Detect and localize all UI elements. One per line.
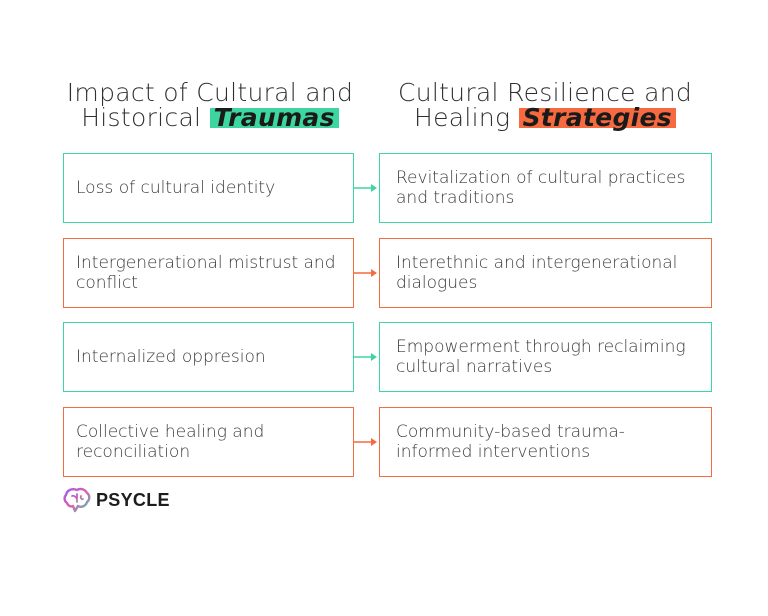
- impact-text: Intergenerational mistrust and conflict: [76, 253, 336, 293]
- strategy-text: Empowerment through reclaiming cultural …: [396, 337, 686, 377]
- heading-strategies-highlight: Strategies: [518, 105, 676, 130]
- logo-text: PSYCLE: [96, 489, 170, 510]
- heading-strategies-line2: Healing Strategies: [375, 105, 715, 130]
- impact-text: Internalized oppresion: [76, 347, 266, 367]
- heading-impact: Impact of Cultural and Historical Trauma…: [40, 80, 380, 130]
- impact-text: Loss of cultural identity: [76, 178, 276, 198]
- heading-impact-line2: Historical Traumas: [40, 105, 380, 130]
- heading-impact-plain: Historical: [81, 103, 210, 132]
- brain-icon: [63, 487, 91, 513]
- heading-strategies-line1: Cultural Resilience and: [397, 78, 693, 107]
- heading-impact-highlight: Traumas: [209, 105, 339, 130]
- arrow-right-icon: [354, 438, 377, 446]
- arrow-right-icon: [354, 184, 377, 192]
- impact-box: Collective healing and reconciliation: [63, 407, 354, 477]
- strategy-box: Revitalization of cultural practices and…: [379, 153, 712, 223]
- strategy-text: Community-based trauma-informed interven…: [396, 422, 625, 462]
- strategy-box: Community-based trauma-informed interven…: [379, 407, 712, 477]
- arrow-right-icon: [354, 353, 377, 361]
- heading-strategies-plain: Healing: [414, 103, 519, 132]
- impact-box: Intergenerational mistrust and conflict: [63, 238, 354, 308]
- heading-strategies: Cultural Resilience and Healing Strategi…: [375, 80, 715, 130]
- strategy-text: Revitalization of cultural practices and…: [396, 168, 686, 208]
- strategy-text: Interethnic and intergenerational dialog…: [396, 253, 678, 293]
- psycle-logo: PSYCLE: [63, 487, 170, 513]
- arrow-right-icon: [354, 269, 377, 277]
- strategy-box: Empowerment through reclaiming cultural …: [379, 322, 712, 392]
- impact-text: Collective healing and reconciliation: [76, 422, 265, 462]
- impact-box: Internalized oppresion: [63, 322, 354, 392]
- heading-impact-line1: Impact of Cultural and: [66, 78, 354, 107]
- impact-box: Loss of cultural identity: [63, 153, 354, 223]
- strategy-box: Interethnic and intergenerational dialog…: [379, 238, 712, 308]
